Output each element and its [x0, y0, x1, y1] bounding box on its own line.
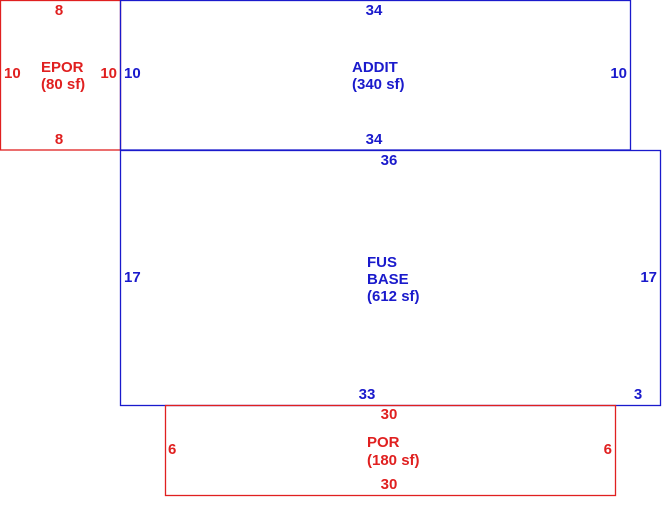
epor-area: 8 8 10 10 EPOR (80 sf)	[0, 0, 122, 151]
por-outline	[164, 404, 617, 497]
fus-base-right-dimension: 17	[640, 269, 657, 286]
por-top-dimension: 30	[381, 406, 398, 423]
addit-area: 34 34 10 10 ADDIT (340 sf)	[119, 0, 632, 151]
fus-base-top-dimension: 36	[381, 152, 398, 169]
epor-bottom-dimension: 8	[55, 131, 63, 148]
addit-left-dimension: 10	[124, 65, 141, 82]
por-left-dimension: 6	[168, 441, 176, 458]
por-right-dimension: 6	[604, 441, 612, 458]
por-name-label: POR	[367, 434, 400, 451]
addit-top-dimension: 34	[366, 2, 383, 19]
fus-base-bottom-right-dimension: 3	[634, 386, 642, 403]
fus-base-area-label: (612 sf)	[367, 288, 420, 305]
epor-top-dimension: 8	[55, 2, 63, 19]
fus-base-left-dimension: 17	[124, 269, 141, 286]
addit-right-dimension: 10	[610, 65, 627, 82]
por-bottom-dimension: 30	[381, 476, 398, 493]
addit-name-label: ADDIT	[352, 59, 398, 76]
epor-name-label: EPOR	[41, 59, 84, 76]
epor-area-label: (80 sf)	[41, 76, 85, 93]
epor-right-dimension: 10	[100, 65, 117, 82]
epor-left-dimension: 10	[4, 65, 21, 82]
por-area: 30 30 6 6 POR (180 sf)	[164, 404, 617, 497]
fus-base-area: 36 33 3 17 17 FUS BASE (612 sf)	[119, 149, 662, 407]
addit-area-label: (340 sf)	[352, 76, 405, 93]
fus-base-bottom-dimension: 33	[359, 386, 376, 403]
fus-base-name-line1: FUS	[367, 254, 397, 271]
fus-base-name-line2: BASE	[367, 271, 409, 288]
addit-bottom-dimension: 34	[366, 131, 383, 148]
por-area-label: (180 sf)	[367, 452, 420, 469]
